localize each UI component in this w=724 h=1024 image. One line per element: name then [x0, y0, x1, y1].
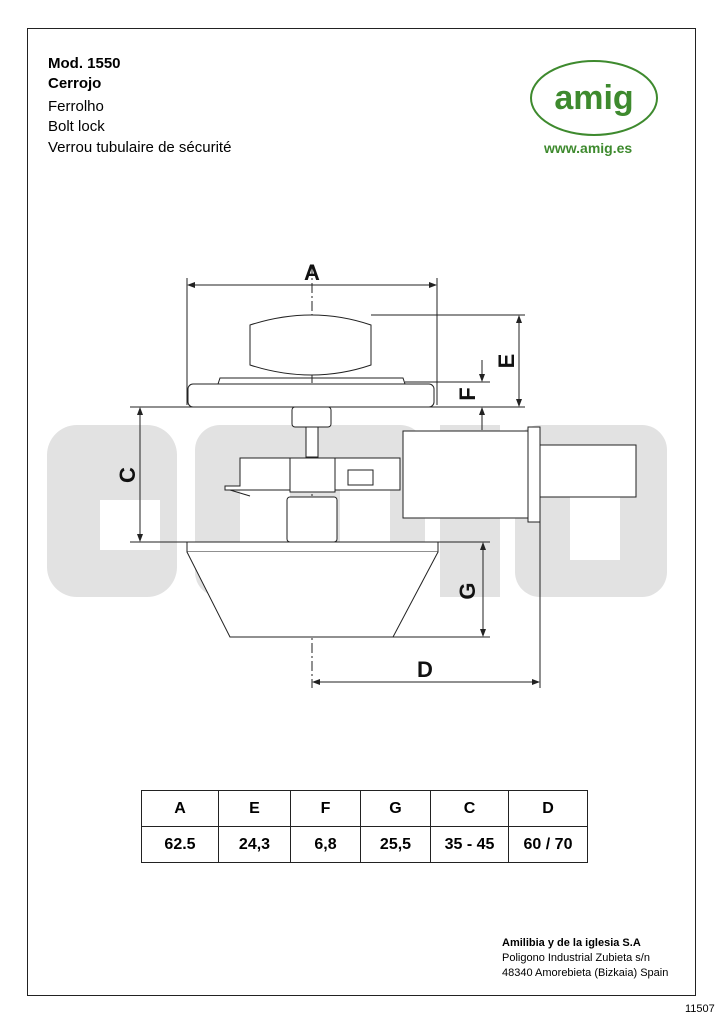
document-number: 11507: [685, 1003, 715, 1015]
product-name-fr: Verrou tubulaire de sécurité: [48, 139, 232, 156]
dim-label-e: E: [494, 354, 519, 369]
value-cell: 35 - 45: [430, 826, 509, 863]
page-frame: [27, 28, 696, 996]
logo-text: amig: [554, 79, 633, 117]
company-address-1: Poligono Industrial Zubieta s/n: [502, 952, 650, 964]
dimensions-table: A E F G C D 62.5 24,3 6,8 25,5 35 - 45 6…: [141, 790, 588, 863]
header-cell: F: [290, 790, 361, 827]
dim-label-c: C: [115, 467, 140, 483]
header-cell: C: [430, 790, 509, 827]
company-address-2: 48340 Amorebieta (Bizkaia) Spain: [502, 967, 669, 979]
product-name-en: Bolt lock: [48, 118, 105, 135]
value-cell: 60 / 70: [508, 826, 588, 863]
company-info: Amilibia y de la iglesia S.A Poligono In…: [502, 936, 668, 981]
dim-label-a: A: [304, 260, 320, 285]
header-cell: E: [218, 790, 291, 827]
dim-label-f: F: [455, 387, 480, 400]
company-name: Amilibia y de la iglesia S.A: [502, 937, 641, 949]
header-cell: D: [508, 790, 588, 827]
product-name-pt: Ferrolho: [48, 98, 104, 115]
dim-label-g: G: [455, 582, 480, 599]
value-cell: 62.5: [141, 826, 219, 863]
website-url: www.amig.es: [544, 140, 633, 156]
model-number: Mod. 1550: [48, 55, 121, 72]
value-cell: 25,5: [360, 826, 431, 863]
value-cell: 6,8: [290, 826, 361, 863]
amig-logo: amig: [530, 60, 658, 136]
table-header-row: A E F G C D: [141, 790, 588, 827]
dim-label-d: D: [417, 657, 433, 682]
product-name-es: Cerrojo: [48, 75, 102, 92]
value-cell: 24,3: [218, 826, 291, 863]
header-cell: G: [360, 790, 431, 827]
table-row: 62.5 24,3 6,8 25,5 35 - 45 60 / 70: [141, 826, 588, 863]
header-cell: A: [141, 790, 219, 827]
